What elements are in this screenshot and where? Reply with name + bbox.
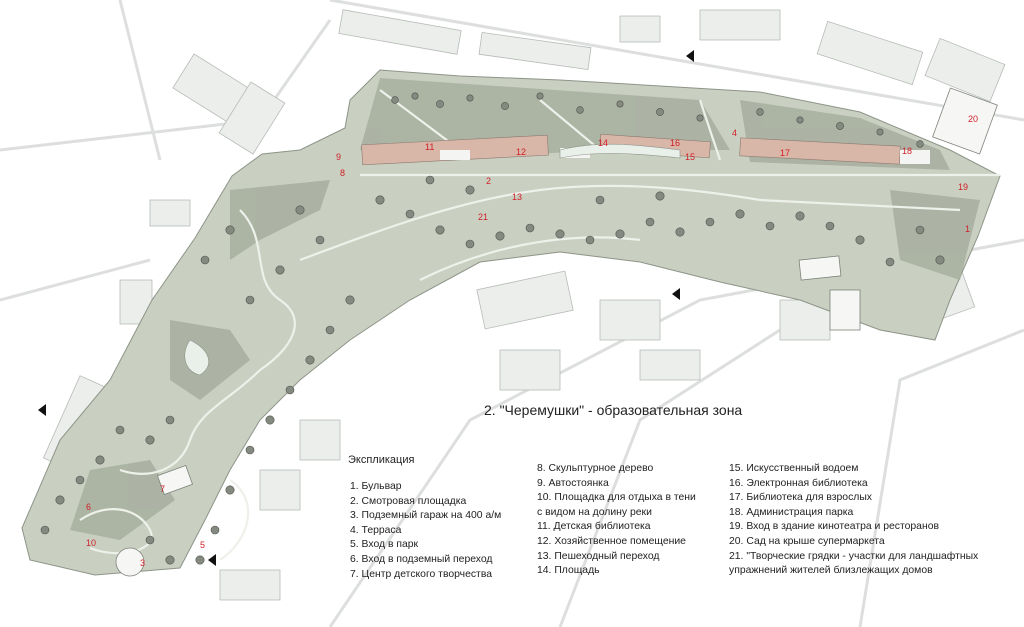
marker-3: 3 — [140, 558, 145, 568]
legend-item: упражнений жителей близлежащих домов — [729, 565, 933, 577]
legend-item: 7. Центр детского творчества — [350, 568, 493, 580]
park-buildings — [115, 87, 998, 577]
trees — [40, 92, 945, 565]
marker-21: 21 — [478, 212, 488, 222]
map-title: 2. "Черемушки" - образовательная зона — [484, 402, 743, 418]
marker-5: 5 — [200, 540, 205, 550]
section-arrows — [38, 50, 694, 566]
marker-8: 8 — [340, 168, 345, 178]
marker-18: 18 — [902, 146, 912, 156]
legend-column-1: 1. Бульвар 2. Смотровая площадка 3. Подз… — [350, 480, 501, 582]
legend-item: 5. Вход в парк — [350, 539, 419, 551]
marker-20: 20 — [968, 114, 978, 124]
marker-19: 19 — [958, 182, 968, 192]
legend-item: с видом на долину реки — [537, 506, 652, 518]
legend-item: 13. Пешеходный переход — [537, 550, 660, 562]
marker-1: 1 — [965, 224, 970, 234]
marker-14: 14 — [598, 138, 608, 148]
legend-item: 3. Подземный гараж на 400 а/м — [350, 510, 502, 522]
marker-17: 17 — [780, 148, 790, 158]
legend-item: 2. Смотровая площадка — [350, 495, 467, 507]
legend-item: 8. Скульптурное дерево — [537, 463, 654, 474]
legend-item: 21. "Творческие грядки - участки для лан… — [729, 550, 979, 562]
legend-item: 18. Администрация парка — [729, 506, 854, 518]
legend-item: 10. Площадка для отдыха в тени — [537, 492, 696, 504]
legend-column-3: 15. Искусственный водоем 16. Электронная… — [729, 462, 978, 579]
marker-2: 2 — [486, 176, 491, 186]
marker-4: 4 — [732, 128, 737, 138]
legend-item: 14. Площадь — [537, 565, 600, 577]
marker-10: 10 — [86, 538, 96, 548]
legend-item: 15. Искусственный водоем — [729, 463, 859, 474]
legend-item: 16. Электронная библиотека — [729, 477, 868, 489]
water — [184, 143, 681, 376]
marker-9: 9 — [336, 152, 341, 162]
legend-heading: Экспликация — [348, 454, 415, 466]
legend-item: 17. Библиотека для взрослых — [729, 492, 873, 504]
legend-item: 11. Детская библиотека — [537, 521, 651, 533]
marker-6: 6 — [86, 502, 91, 512]
legend-item: 20. Сад на крыше супермаркета — [729, 535, 885, 547]
marker-16: 16 — [670, 138, 680, 148]
legend-column-2: 8. Скульптурное дерево 9. Автостоянка 10… — [537, 462, 696, 579]
legend-item: 9. Автостоянка — [537, 477, 609, 489]
marker-15: 15 — [685, 152, 695, 162]
marker-11: 11 — [425, 142, 434, 152]
legend-item: 1. Бульвар — [350, 481, 402, 492]
legend-item: 12. Хозяйственное помещение — [537, 535, 686, 547]
marker-7: 7 — [160, 484, 165, 494]
marker-12: 12 — [516, 147, 526, 157]
marker-13: 13 — [512, 192, 522, 202]
boulevard-pavilions — [361, 133, 930, 166]
legend-item: 4. Терраса — [350, 524, 402, 536]
legend-item: 19. Вход в здание кинотеатра и ресторано… — [729, 521, 939, 533]
map-markers: 1 2 3 4 5 6 7 8 9 10 11 12 13 14 15 16 1… — [86, 114, 978, 568]
legend-item: 6. Вход в подземный переход — [350, 553, 493, 565]
